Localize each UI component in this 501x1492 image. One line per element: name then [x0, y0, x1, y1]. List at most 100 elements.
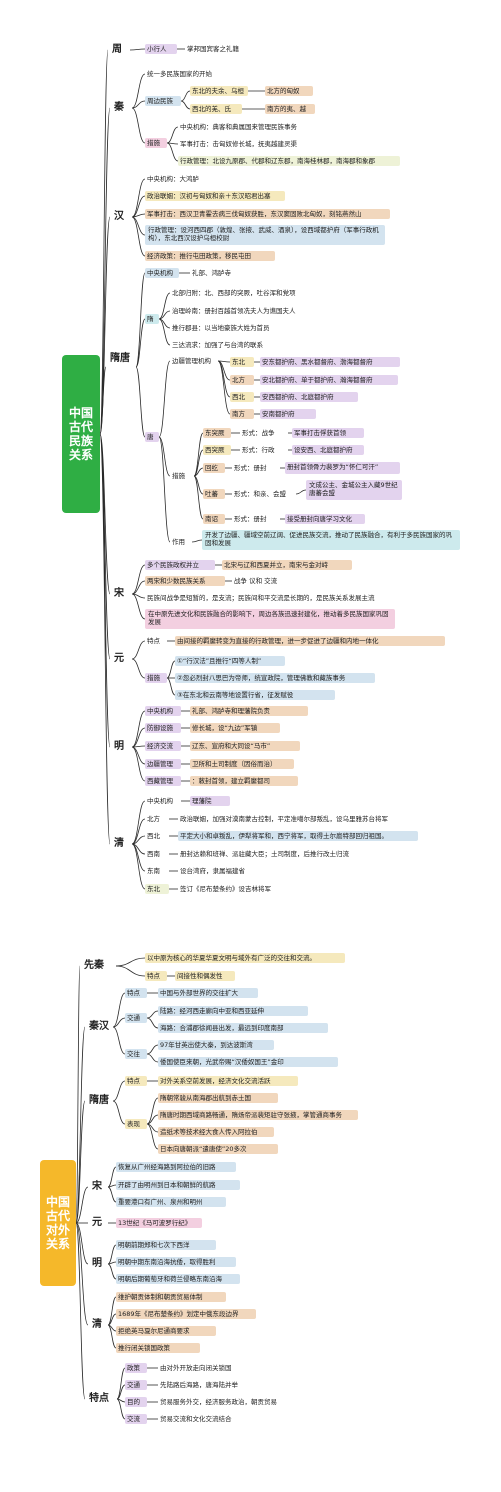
qing2-item-2: 1689年《尼布楚条约》划定中俄东段边界: [116, 1309, 256, 1319]
song-item-1: 多个民族政权并立: [145, 560, 215, 570]
connector-han-item-1: [131, 178, 146, 218]
connector-qinhan-traffic-1: [146, 1010, 159, 1019]
connector-ming-item-2: [131, 727, 146, 748]
connector-branch-qing: [99, 433, 111, 845]
tang-district-1: 东北: [230, 357, 254, 367]
connector-branch-ming: [99, 433, 111, 748]
connector-qin-neighbor-2: [180, 100, 191, 110]
connector-han-item-2: [131, 195, 146, 218]
ming-item-5: 西藏管理: [145, 776, 181, 786]
connector-qin-measure-1: [166, 126, 179, 144]
ming-item-1-detail: 礼部、鸿胪寺和理藩院负责: [190, 706, 308, 716]
tang-m3b: 册封首领骨力裴罗为“怀仁可汗”: [285, 462, 400, 474]
qing-item-2-detail: 政治联姻，加强对漠南蒙古控制，平定准噶尔部叛乱，设乌里雅苏台将军: [180, 815, 388, 823]
song2-item-3: 重要港口有广州、泉州和明州: [116, 1197, 226, 1207]
xianqin-feature: 特点: [145, 971, 167, 981]
connector-ming-item-4: [131, 746, 146, 765]
tang-district-2: 北方: [230, 375, 254, 385]
yuan2-item-1: 13世纪《马可波罗行纪》: [116, 1218, 202, 1228]
song-item-4: 在中原先进文化和民族融合的影响下，周边各族迅速封建化，推动着多民族国家巩固发展: [145, 609, 395, 629]
connector-yuan-measures: [131, 658, 146, 679]
song-item-2: 两宋和少数民族关系: [145, 576, 225, 586]
connector-qing-item-2: [131, 818, 146, 845]
connector-song2-item-1: [107, 1166, 117, 1188]
tang-district-4: 南方: [230, 409, 254, 419]
qinhan-contact-2: 倭国使臣来朝，光武帝赐“汉倭奴国王”金印: [158, 1057, 338, 1067]
qing2-item-4: 推行闭关锁国政策: [116, 1343, 200, 1353]
ming-item-2-detail: 修长城，设“九边”军镇: [190, 723, 280, 733]
qing-item-5-detail: 设台湾府，隶属福建省: [180, 867, 245, 875]
tang-m4a: 形式：和亲、会盟: [234, 490, 286, 498]
connector-suitang2-feature: [112, 1080, 126, 1102]
connector-ming2-item-3: [107, 1263, 117, 1280]
suitang2-feature-detail: 对外关系空前发展，经济文化交流活跃: [158, 1076, 298, 1086]
connector-qing2-item-2: [107, 1313, 117, 1326]
tang-district-3r: 安西都护府、北庭都护府: [260, 392, 358, 402]
connector-qinhan-contact: [112, 1026, 126, 1055]
connector-han-item-4: [131, 216, 146, 236]
song-item-2-detail: 战争 议和 交流: [234, 577, 278, 585]
qin-neighbor-2: 西北的羌、氐: [190, 104, 242, 114]
connector-suitang2-show-2: [146, 1114, 159, 1125]
song-item-3: 民族间战争是短暂的，是支流；民族间和平交流是长期的，是民族关系发展主流: [147, 594, 375, 602]
tedian-item-3-detail: 贸易服务外交，经济服务政治，朝贡贸易: [160, 1398, 277, 1406]
suitang-central: 中央机构: [145, 268, 179, 278]
qin-unify: 统一多民族国家的开始: [147, 70, 212, 78]
tang-m5: 南诏: [203, 514, 225, 524]
ming-item-4-detail: 卫所和土司制度（因俗而治）: [190, 759, 294, 769]
connector-ming-item-5: [131, 746, 146, 782]
connector-qinhan-traffic-2: [146, 1017, 159, 1029]
tang-effect: 作用: [172, 538, 185, 546]
qinhan-contact-1: 97年甘英出使大秦，到达波斯湾: [158, 1040, 274, 1050]
tang-m3a: 形式：册封: [234, 464, 267, 472]
tedian-item-1: 政策: [125, 1363, 147, 1373]
zhou-item-1-detail: 掌邦国宾客之礼籍: [187, 45, 239, 53]
yuan-measure-2: ②忽必烈封八思巴为帝师，统宣政院，管理佛教和藏族事务: [175, 673, 375, 683]
qinhan-contact: 交往: [125, 1049, 147, 1059]
han-item-1: 中央机构：大鸿胪: [147, 175, 199, 183]
ming2-item-1: 明朝前期郑和七次下西洋: [116, 1240, 216, 1250]
tang-m2: 西突厥: [203, 445, 231, 455]
tang-districts: 边疆管理机构: [172, 357, 211, 365]
tang-m1b: 军事打击俘获首领: [292, 428, 364, 438]
root-1: 中国古代民族关系: [62, 355, 100, 513]
han-item-4: 行政管理：设河西四郡（敦煌、张掖、武威、酒泉），设西域都护府（军事行政机构），东…: [145, 225, 385, 245]
qinhan-traffic: 交通: [125, 1013, 147, 1023]
ming-item-3: 经济交流: [145, 741, 181, 751]
suitang-central-detail: 礼部、鸿胪寺: [192, 269, 231, 277]
tang-m3: 回纥: [203, 463, 225, 473]
connector-qing2-item-4: [107, 1324, 117, 1349]
qin-neighbor-1: 东北的夫余、乌桓: [190, 86, 248, 96]
connector-branch2-ming: [75, 1222, 89, 1265]
qing-item-4-detail: 册封达赖和班禅、派驻藏大臣；土司制度，后推行改土归流: [180, 850, 349, 858]
qin-measures: 措施: [145, 138, 167, 148]
connector-sui-item-4: [158, 318, 171, 346]
branch-han: 汉: [114, 211, 124, 222]
branch2-qing: 清: [92, 1319, 102, 1330]
qin-measure-2: 军事打击：击匈奴修长城，抚夷越建灵渠: [180, 140, 297, 148]
tang-measures: 措施: [172, 472, 185, 480]
branch2-tedian: 特点: [89, 1393, 109, 1404]
tang-effect-detail: 开发了边疆、疆域空前辽阔、促进民族交流，推动了民族融合，有利于多民族国家的巩固和…: [202, 530, 460, 550]
tang-m1: 东突厥: [203, 428, 231, 438]
tedian-item-3: 目的: [125, 1397, 147, 1407]
connector-qing-item-6: [131, 843, 146, 890]
tedian-item-2-detail: 先陆路后海路，唐海陆并举: [160, 1381, 238, 1389]
connector-yuan-feature: [131, 640, 146, 660]
yuan-feature: 特点: [147, 637, 160, 645]
connector-qing-item-1: [131, 800, 146, 845]
connector-sui-item-1: [158, 292, 171, 320]
branch-song: 宋: [114, 588, 124, 599]
connector-tang-districts: [158, 360, 171, 438]
sui-item-1: 北部归附：北、西部的突厥，吐谷浑和党项: [172, 289, 296, 297]
yuan-feature-detail: 由间接的羁縻转变为直接的行政管理，进一步促进了边疆和内地一体化: [175, 636, 445, 646]
connector-tang-m4b: [295, 489, 307, 495]
connector-song-item-4: [131, 593, 146, 620]
tedian-item-1-detail: 由对外开放走向闭关锁国: [160, 1364, 232, 1372]
sui-item-2: 治理岭南：册封百越首领冼夫人为谯国夫人: [172, 307, 296, 315]
connector-qin-unify: [131, 73, 146, 109]
xianqin-item-1: 以中原为核心的华夏华夏文明与域外有广泛的交往和交流。: [145, 953, 345, 963]
connector-tang-m5: [193, 475, 204, 520]
connector-branch2-tedian: [75, 1222, 86, 1400]
